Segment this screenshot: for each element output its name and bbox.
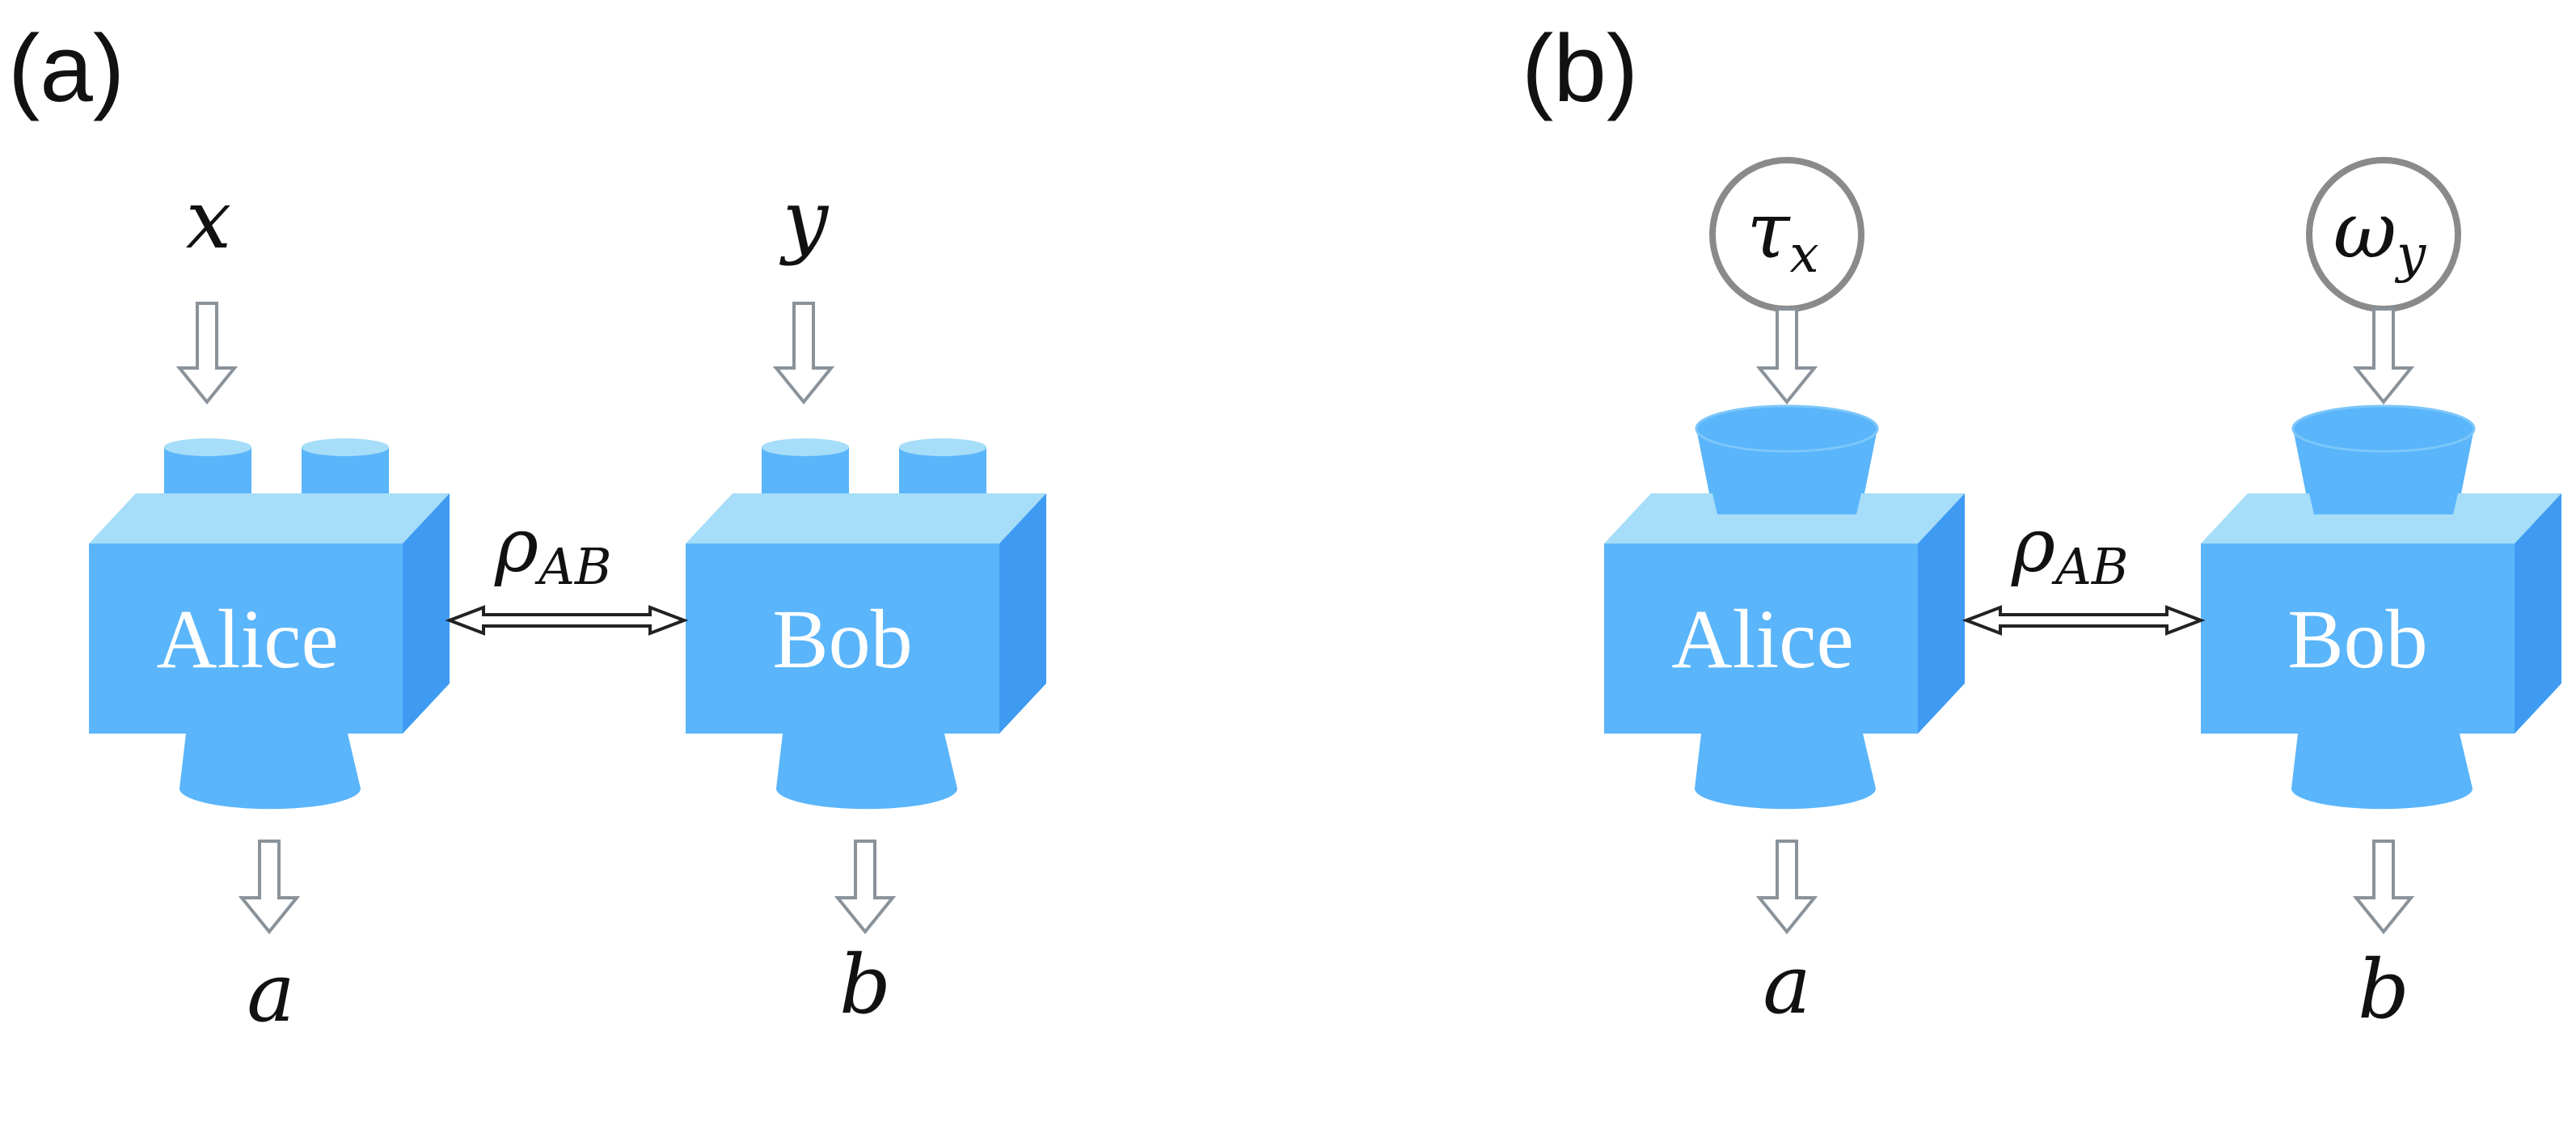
alice-box-side: [403, 493, 450, 734]
input-arrow-bob-b: [2352, 307, 2415, 405]
output-label-a-b: a: [1763, 937, 1811, 1032]
input-arrow-alice-b: [1755, 307, 1818, 405]
bob-box-side: [999, 493, 1046, 734]
bob-device-a: Bob: [686, 438, 1046, 810]
panel-a: (a) x y Alice: [8, 15, 1046, 1040]
bob-box-front-b: [2201, 544, 2515, 734]
bob-box-side-b: [2515, 493, 2561, 734]
alice-label-b: Alice: [1671, 593, 1853, 686]
double-arrow-a: [445, 605, 689, 636]
panel-label-b: (b): [1522, 15, 1638, 122]
panel-label-a: (a): [8, 15, 125, 122]
bob-label-b: Bob: [2287, 593, 2427, 686]
alice-box-top-b: [1604, 493, 1965, 544]
output-label-a: a: [247, 945, 295, 1040]
alice-device-b: Alice: [1604, 404, 1965, 810]
alice-box-front: [89, 544, 403, 734]
input-label-x: x: [186, 172, 231, 267]
alice-device-a: Alice: [89, 438, 450, 810]
state-label-b: ρAB: [2011, 502, 2128, 596]
double-arrow-b: [1962, 605, 2206, 636]
panel-b: (b) τx ωy Alice Bob: [1522, 15, 2561, 1037]
alice-box-side-b: [1918, 493, 1965, 734]
bob-device-b: Bob: [2201, 404, 2561, 810]
bob-label: Bob: [772, 593, 912, 686]
bob-box-front: [686, 544, 999, 734]
output-arrow-bob: [834, 840, 897, 935]
alice-box-front-b: [1604, 544, 1918, 734]
bob-box-top: [686, 493, 1046, 544]
input-label-omega: ωy: [2333, 185, 2426, 285]
alice-output-port-b: [1695, 734, 1876, 810]
input-arrow-alice: [175, 302, 239, 405]
alice-output-port: [179, 734, 361, 810]
input-label-y: y: [779, 172, 830, 267]
output-arrow-alice: [238, 840, 301, 935]
input-arrow-bob: [772, 302, 835, 405]
output-label-b: b: [839, 937, 891, 1032]
bob-output-port: [776, 734, 958, 810]
input-label-tau: τx: [1746, 185, 1818, 285]
bob-box-top-b: [2201, 493, 2561, 544]
state-label-a: ρAB: [494, 502, 611, 596]
alice-box-top: [89, 493, 450, 544]
bob-output-port-b: [2291, 734, 2473, 810]
output-arrow-bob-b: [2352, 840, 2415, 935]
output-label-b-b: b: [2358, 942, 2409, 1037]
output-arrow-alice-b: [1755, 840, 1818, 935]
alice-label: Alice: [156, 593, 338, 686]
